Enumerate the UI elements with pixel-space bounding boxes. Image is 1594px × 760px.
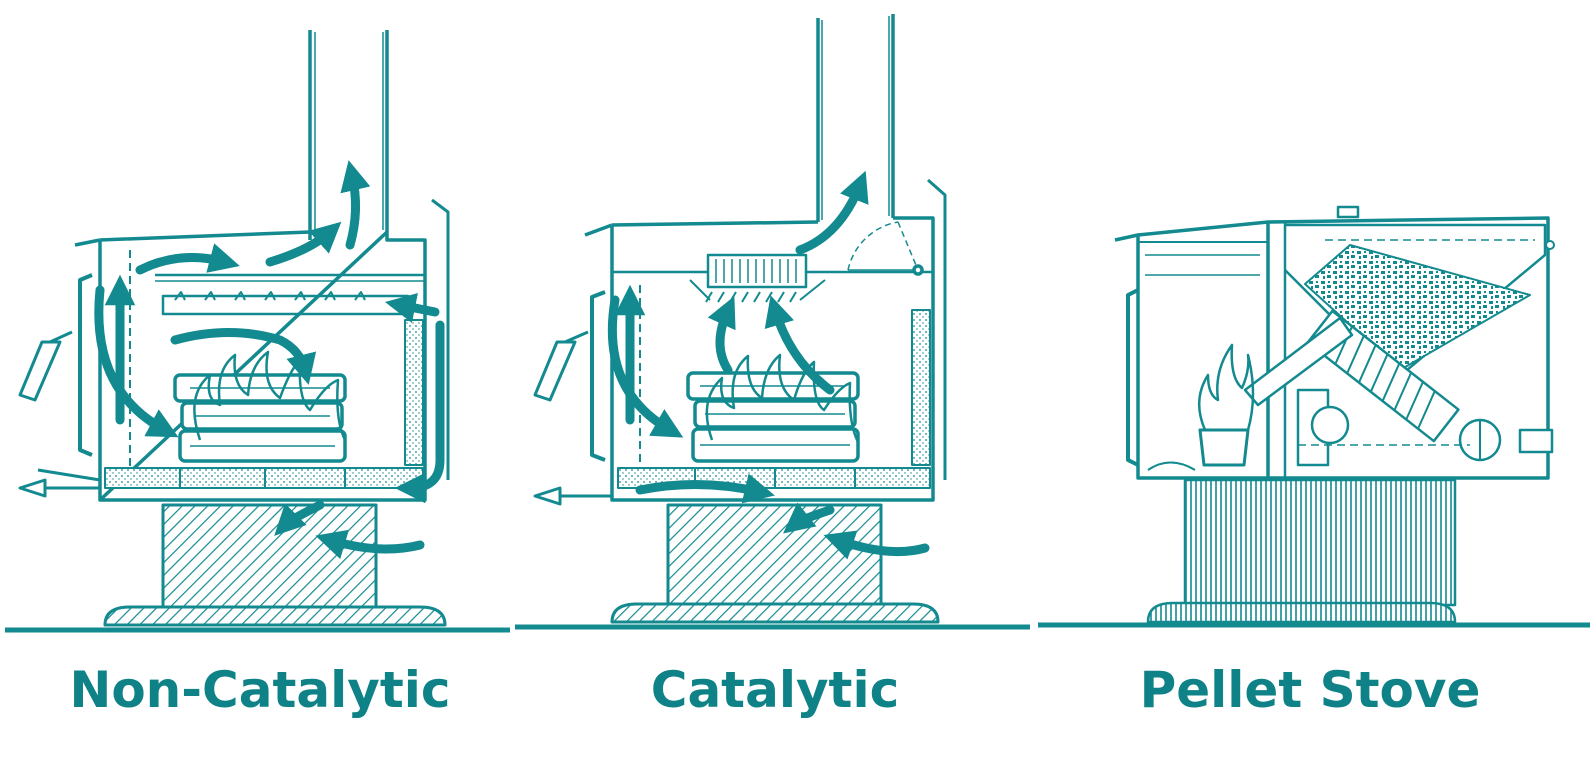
non-catalytic-stove-diagram	[18, 30, 450, 627]
floor-lines	[5, 622, 1590, 633]
pellet-stove-diagram	[1114, 205, 1555, 624]
catalytic-caption: Catalytic	[650, 661, 900, 719]
pellet-stove-caption: Pellet Stove	[1139, 661, 1481, 719]
non-catalytic-caption: Non-Catalytic	[69, 661, 451, 719]
catalytic-stove-diagram	[533, 14, 947, 624]
